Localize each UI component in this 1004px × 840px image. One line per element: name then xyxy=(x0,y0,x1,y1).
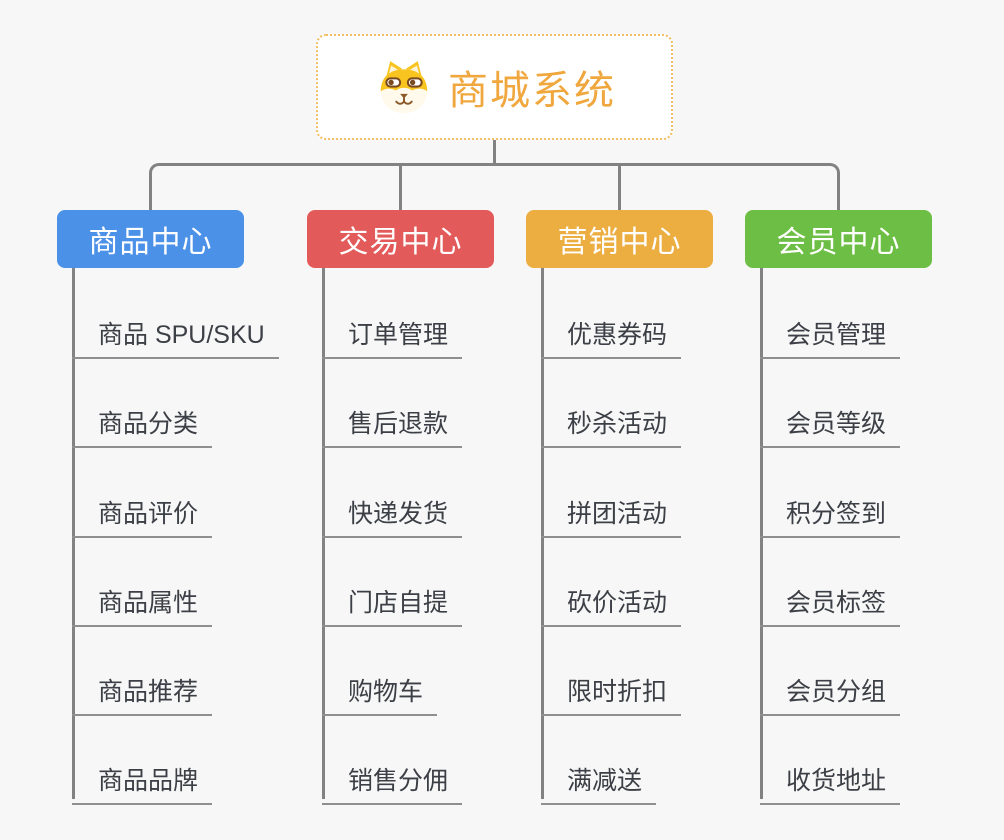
root-node-mall-system[interactable]: 商城系统 xyxy=(316,34,673,140)
root-node-title: 商城系统 xyxy=(448,69,616,113)
branch-trunk-line xyxy=(322,266,325,799)
branch-node-2[interactable]: 营销中心 xyxy=(526,210,713,268)
leaf-node-3-4[interactable]: 会员分组 xyxy=(760,664,901,716)
branch-trunk-line xyxy=(760,266,763,799)
leaf-node-3-3[interactable]: 会员标签 xyxy=(760,575,901,627)
leaf-node-1-4[interactable]: 购物车 xyxy=(322,664,438,716)
branch-bus-connector xyxy=(149,163,840,210)
leaf-node-3-2[interactable]: 积分签到 xyxy=(760,486,901,538)
leaf-node-1-0[interactable]: 订单管理 xyxy=(322,307,463,359)
leaf-node-3-5[interactable]: 收货地址 xyxy=(760,753,901,805)
root-connector-line xyxy=(493,140,496,166)
leaf-node-3-1[interactable]: 会员等级 xyxy=(760,396,901,448)
leaf-node-0-0[interactable]: 商品 SPU/SKU xyxy=(72,307,279,359)
branch-drop-line xyxy=(399,166,402,210)
branch-node-3[interactable]: 会员中心 xyxy=(745,210,932,268)
leaf-node-2-1[interactable]: 秒杀活动 xyxy=(541,396,682,448)
leaf-node-0-1[interactable]: 商品分类 xyxy=(72,396,213,448)
leaf-node-0-5[interactable]: 商品品牌 xyxy=(72,753,213,805)
leaf-node-0-3[interactable]: 商品属性 xyxy=(72,575,213,627)
branch-trunk-line xyxy=(72,266,75,799)
leaf-node-2-0[interactable]: 优惠券码 xyxy=(541,307,682,359)
branch-node-1[interactable]: 交易中心 xyxy=(307,210,494,268)
leaf-node-0-2[interactable]: 商品评价 xyxy=(72,486,213,538)
leaf-node-0-4[interactable]: 商品推荐 xyxy=(72,664,213,716)
branch-node-0[interactable]: 商品中心 xyxy=(57,210,244,268)
leaf-node-2-3[interactable]: 砍价活动 xyxy=(541,575,682,627)
leaf-node-2-4[interactable]: 限时折扣 xyxy=(541,664,682,716)
branch-drop-line xyxy=(618,166,621,210)
leaf-node-2-5[interactable]: 满减送 xyxy=(541,753,657,805)
leaf-node-1-1[interactable]: 售后退款 xyxy=(322,396,463,448)
leaf-node-1-3[interactable]: 门店自提 xyxy=(322,575,463,627)
leaf-node-2-2[interactable]: 拼团活动 xyxy=(541,486,682,538)
leaf-node-1-2[interactable]: 快递发货 xyxy=(322,486,463,538)
leaf-node-1-5[interactable]: 销售分佣 xyxy=(322,753,463,805)
branch-trunk-line xyxy=(541,266,544,799)
shiba-dog-icon xyxy=(380,61,428,114)
leaf-node-3-0[interactable]: 会员管理 xyxy=(760,307,901,359)
